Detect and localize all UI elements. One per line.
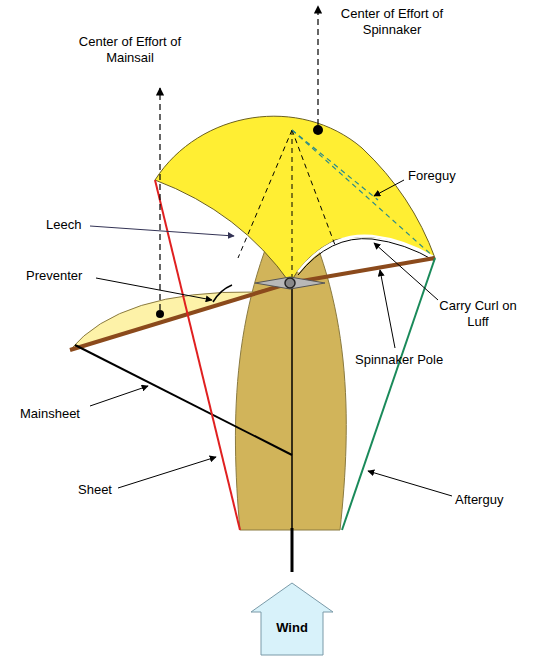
wind-arrow: Wind xyxy=(250,582,334,656)
part-label: Leech xyxy=(46,217,81,233)
part-label: Carry Curl on Luff xyxy=(435,298,521,331)
spinnaker xyxy=(155,116,435,283)
spinnaker-effort-dot xyxy=(313,125,323,135)
carry-curl xyxy=(298,236,435,272)
sheet xyxy=(155,180,240,530)
afterguy xyxy=(342,258,435,530)
wind-arrow-shape xyxy=(250,582,334,656)
spinnaker-effort-arrow xyxy=(317,6,318,125)
spreaders xyxy=(255,277,325,289)
leader-lines xyxy=(90,180,452,496)
part-label: Preventer xyxy=(26,268,82,284)
effort-label: Center of Effort of Mainsail xyxy=(65,34,195,67)
part-label: Afterguy xyxy=(455,492,503,508)
part-label: Mainsheet xyxy=(20,406,80,422)
effort-label: Center of Effort of Spinnaker xyxy=(327,6,457,39)
mainsail-effort-dot xyxy=(156,310,164,318)
spinnaker-pole xyxy=(290,258,435,283)
mainsail-effort-arrow xyxy=(159,88,160,310)
part-label: Spinnaker Pole xyxy=(355,352,443,368)
mainsail xyxy=(70,283,290,350)
part-label: Sheet xyxy=(78,482,112,498)
wind-label: Wind xyxy=(250,620,334,635)
centerline xyxy=(291,285,293,572)
mast xyxy=(285,278,295,288)
preventer xyxy=(213,285,232,302)
mainsheet xyxy=(75,345,292,455)
wind-arrow-outline xyxy=(251,583,333,655)
boom xyxy=(70,283,290,350)
rudder xyxy=(291,528,294,572)
spinnaker-geometry xyxy=(238,130,435,280)
part-label: Foreguy xyxy=(408,168,456,184)
